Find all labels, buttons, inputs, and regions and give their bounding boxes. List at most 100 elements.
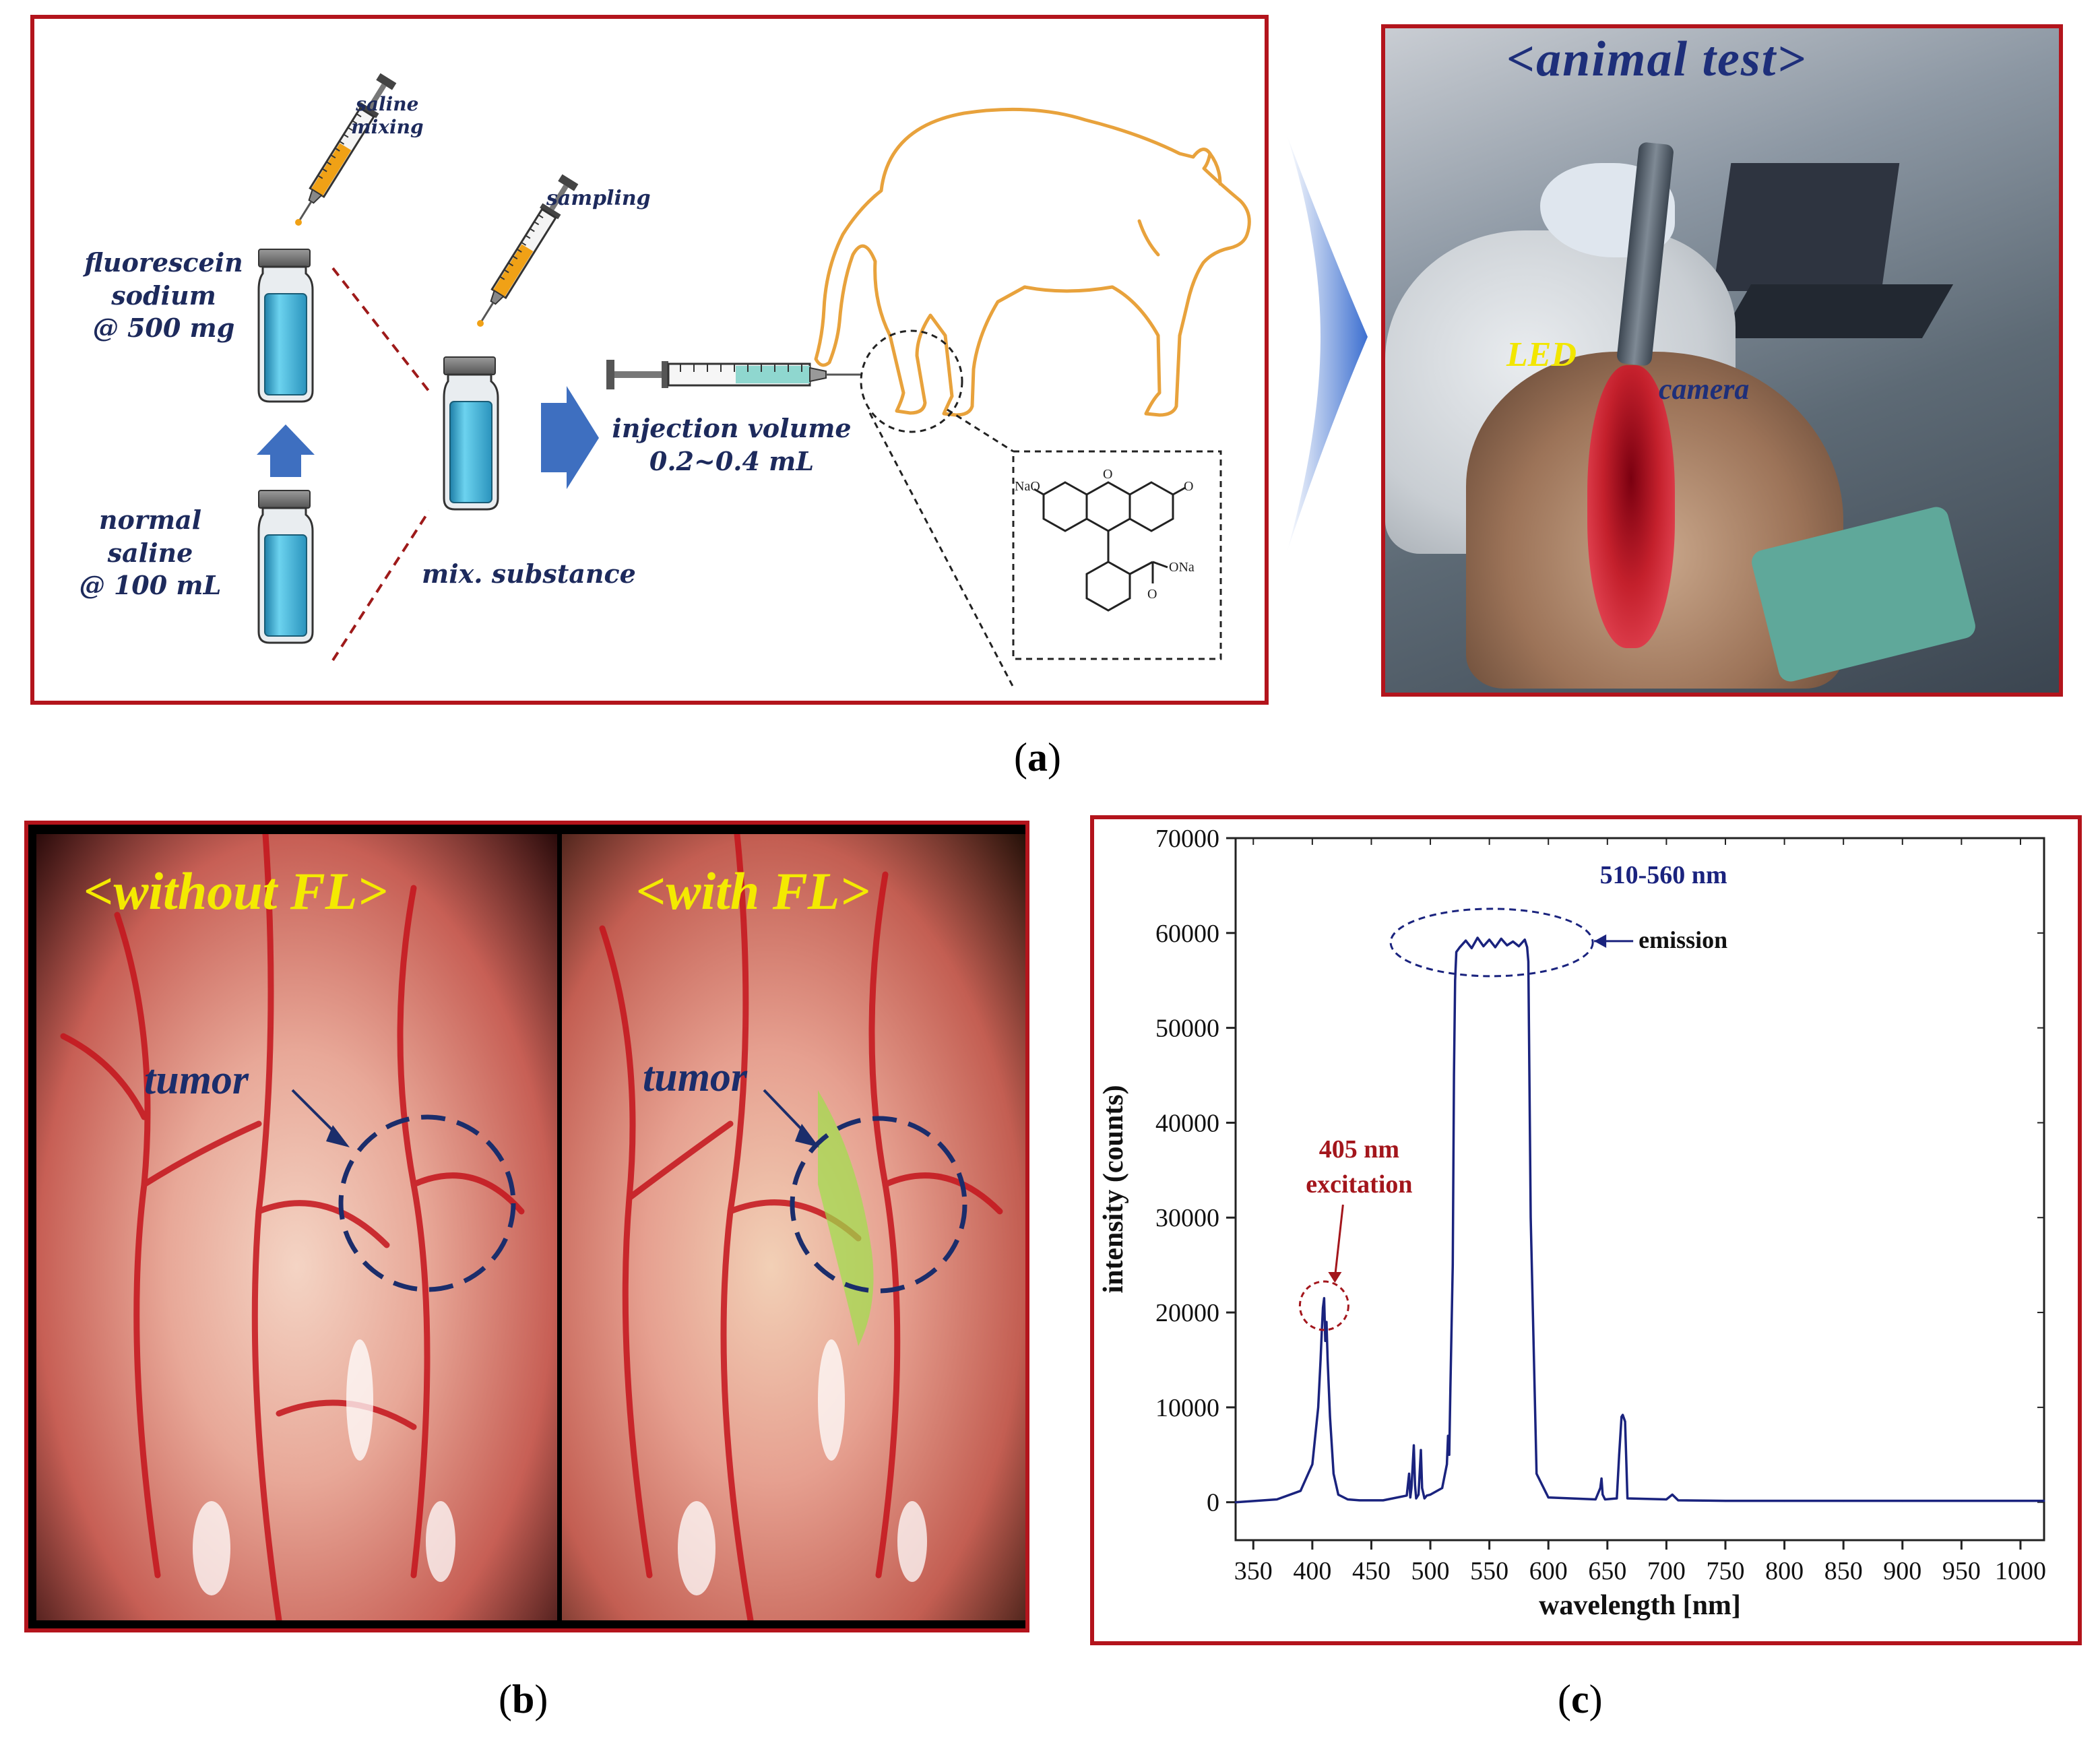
y-tick-label: 20000	[1155, 1299, 1219, 1327]
injection-syringe	[606, 360, 861, 389]
spectrum-point	[1599, 1487, 1601, 1490]
spectrum-point	[1337, 1493, 1339, 1496]
y-tick-label: 60000	[1155, 920, 1219, 948]
excitation-arrowhead	[1328, 1272, 1342, 1283]
tumor-label-right: tumor	[643, 1054, 748, 1100]
spectrum-point	[1453, 1074, 1455, 1077]
spectrum-point	[1624, 1420, 1626, 1423]
spectrum-point	[1482, 945, 1485, 947]
spectrum-point	[1405, 1494, 1408, 1497]
spectrum-point	[1454, 979, 1457, 982]
x-tick-label: 600	[1529, 1557, 1568, 1585]
animal-test-title: <animal test>	[1506, 32, 1807, 87]
spectrum-point	[1620, 1416, 1623, 1418]
laptop-screen	[1713, 163, 1900, 291]
fluorescein-label: fluorescein sodium @ 500 mg	[84, 247, 243, 344]
spectrum-point	[1601, 1493, 1604, 1496]
animal-test-photo: <animal test> LED camera	[1381, 24, 2063, 697]
spectrum-point	[1455, 951, 1458, 953]
spectrum-point	[1413, 1444, 1415, 1447]
x-tick-label: 750	[1707, 1557, 1745, 1585]
spectrum-point	[1470, 947, 1473, 949]
spectrum-point	[1677, 1499, 1680, 1502]
injection-volume-label: injection volume 0.2~0.4 mL	[612, 413, 852, 476]
carbonyl-o-label: O	[1184, 479, 1193, 494]
x-tick-label: 500	[1411, 1557, 1450, 1585]
x-tick-label: 650	[1588, 1557, 1626, 1585]
emission-label: emission	[1638, 926, 1727, 953]
mix-substance-label: mix. substance	[422, 559, 636, 589]
spectrum-point	[1409, 1496, 1411, 1499]
y-tick-label: 0	[1207, 1489, 1219, 1517]
caption-b: (b)	[499, 1677, 548, 1721]
emission-circle	[1389, 908, 1594, 978]
carboxyl-o-label: O	[1147, 587, 1157, 602]
excitation-arrow	[1333, 1204, 1344, 1278]
spectrum-point	[1529, 1216, 1532, 1219]
tumor-label-left: tumor	[144, 1057, 249, 1103]
x-tick-label: 800	[1765, 1557, 1804, 1585]
y-tick-label: 40000	[1155, 1109, 1219, 1137]
spectrum-point	[1408, 1472, 1410, 1475]
spectrum-point	[1358, 1499, 1361, 1502]
y-axis-label: intensity (counts)	[1098, 1085, 1129, 1293]
saline-mixing-label: saline mixing	[351, 93, 424, 138]
x-tick-label: 450	[1352, 1557, 1391, 1585]
spectrum-point	[1901, 1500, 1904, 1502]
excitation-label: excitation	[1306, 1170, 1412, 1199]
spectrum-point	[1322, 1306, 1325, 1309]
spectrum-point	[1299, 1490, 1302, 1492]
spectrum-point	[1622, 1414, 1624, 1416]
spectrum-point	[1465, 939, 1467, 942]
spectrum-point	[2043, 1500, 2045, 1502]
camera-label: camera	[1659, 373, 1750, 406]
spectrum-point	[1459, 946, 1461, 949]
incision-area	[1587, 365, 1675, 648]
with-fl-image: <with FL> tumor	[562, 834, 1025, 1620]
spectrum-point	[1275, 1498, 1278, 1500]
without-fl-title: <without FL>	[84, 862, 387, 920]
spectrum-point	[1724, 1500, 1727, 1502]
sampling-label: sampling	[546, 187, 651, 210]
saline-vial	[257, 489, 314, 644]
excitation-circle	[1298, 1280, 1349, 1331]
x-tick-label: 950	[1942, 1557, 1981, 1585]
panel-a-schematic: NaO O O ONa O	[257, 71, 1251, 688]
spectrum-point	[1426, 1494, 1428, 1497]
with-fl-title: <with FL>	[636, 862, 870, 920]
spectrum-point	[1311, 1463, 1314, 1465]
laptop-keyboard	[1719, 284, 1954, 338]
spectrum-point	[1783, 1500, 1786, 1502]
y-tick-label: 10000	[1155, 1394, 1219, 1422]
emission-wavelength-label: 510-560 nm	[1600, 861, 1727, 889]
panel-b-frame: <without FL> tumor <with FL> tumor	[24, 821, 1029, 1632]
spectrum-point	[1665, 1498, 1667, 1500]
fluorescein-vial	[257, 248, 314, 403]
right-arrow-icon	[541, 386, 599, 489]
spectrum-point	[1494, 946, 1496, 949]
panel-a-schematic-frame: NaO O O ONa O saline mixing sampling flu…	[30, 15, 1269, 705]
spectrum-point	[1600, 1478, 1603, 1480]
y-tick-label: 50000	[1155, 1015, 1219, 1043]
spectrum-point	[1523, 939, 1526, 941]
spectrum-point	[1594, 1498, 1597, 1500]
spectrum-point	[1415, 1497, 1418, 1500]
x-tick-label: 350	[1234, 1557, 1273, 1585]
spectrum-point	[1842, 1500, 1845, 1502]
spectrum-point	[1323, 1297, 1325, 1300]
spectrum-point	[1327, 1359, 1329, 1361]
spectrum-point	[1382, 1499, 1385, 1502]
spectrum-point	[1410, 1487, 1413, 1490]
spectrum-point	[1960, 1500, 1963, 1502]
spectrum-point	[1512, 941, 1515, 943]
spectrum-line	[1235, 936, 2044, 1504]
spectrum-point	[1446, 1434, 1449, 1437]
spectrum-point	[1441, 1487, 1444, 1490]
spectrum-point	[1421, 1487, 1424, 1490]
spectrum-point	[1618, 1453, 1620, 1456]
y-tick-label: 30000	[1155, 1204, 1219, 1232]
spectrum-point	[2019, 1500, 2022, 1502]
caption-a: (a)	[1014, 735, 1061, 780]
y-tick-label: 70000	[1155, 825, 1219, 853]
